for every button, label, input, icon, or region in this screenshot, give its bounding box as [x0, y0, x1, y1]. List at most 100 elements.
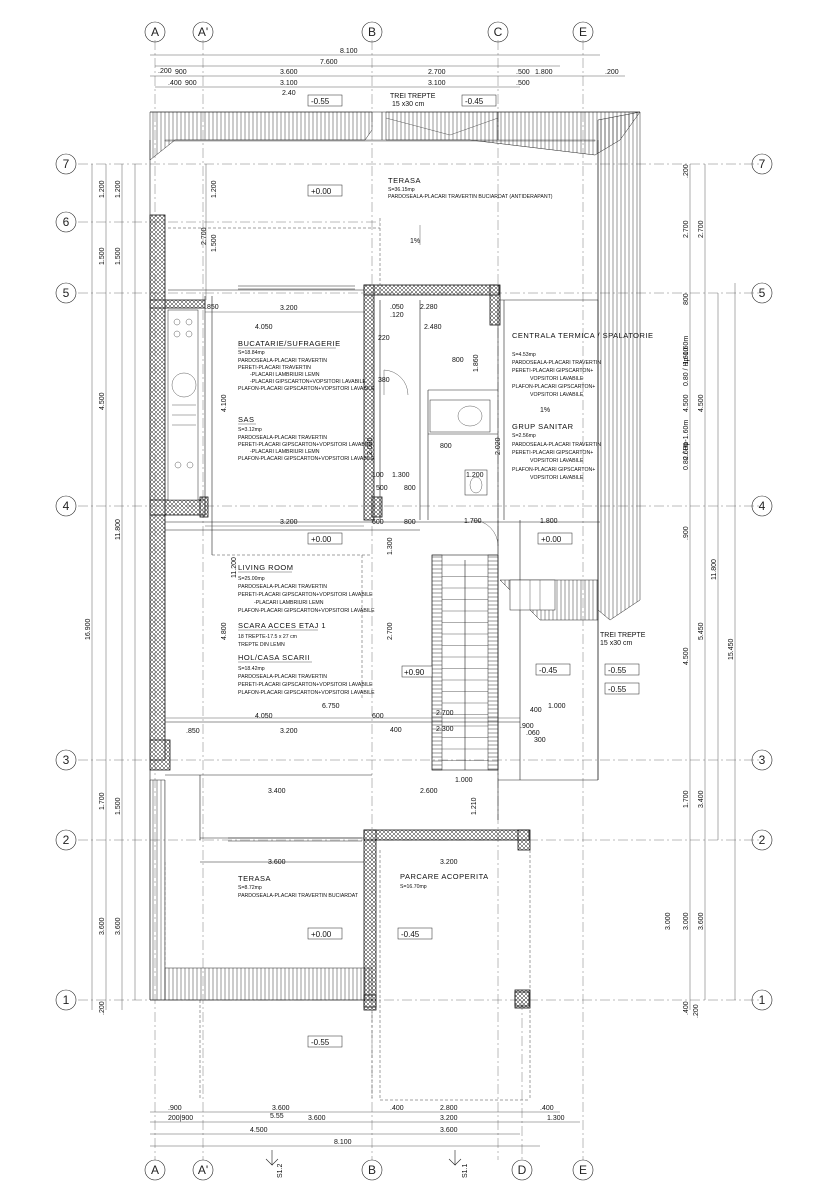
- svg-text:6.750: 6.750: [322, 703, 340, 710]
- svg-text:PARDOSEALA-PLACARI TRAVERTIN: PARDOSEALA-PLACARI TRAVERTIN: [238, 358, 327, 364]
- row-label: 7: [63, 157, 70, 171]
- svg-text:-0.45: -0.45: [539, 666, 558, 675]
- row-label: 2: [759, 833, 766, 847]
- svg-text:11.200: 11.200: [231, 557, 238, 578]
- svg-text:VOPSITORI LAVABILE: VOPSITORI LAVABILE: [530, 475, 584, 481]
- svg-text:3.600: 3.600: [440, 1127, 458, 1134]
- row-label: 3: [63, 753, 70, 767]
- svg-text:PERETI-PLACARI GIPSCARTON+: PERETI-PLACARI GIPSCARTON+: [512, 450, 593, 456]
- row-bubbles-right: 7 5 4 3 2 1: [751, 153, 773, 1011]
- svg-text:-0.55: -0.55: [311, 1038, 330, 1047]
- svg-text:1.200: 1.200: [466, 472, 484, 479]
- svg-text:1.300: 1.300: [387, 537, 394, 555]
- room-sas: SAS S=3.12mp PARDOSEALA-PLACARI TRAVERTI…: [238, 415, 375, 462]
- row-label: 5: [63, 286, 70, 300]
- svg-text:4.800: 4.800: [221, 622, 228, 640]
- svg-text:.850: .850: [186, 728, 200, 735]
- svg-text:PARDOSEALA-PLACARI TRAVERTIN: PARDOSEALA-PLACARI TRAVERTIN: [512, 360, 601, 366]
- room-hol: HOL/CASA SCARII S=18.42mp PARDOSEALA-PLA…: [238, 653, 375, 696]
- svg-text:3.200: 3.200: [280, 519, 298, 526]
- svg-text:2.40: 2.40: [282, 90, 296, 97]
- inner-dimensions: 3.200 4.050 2.280 2.480 .850 .120 .050 2…: [165, 304, 672, 930]
- svg-text:100: 100: [372, 472, 384, 479]
- svg-text:5.55: 5.55: [270, 1113, 284, 1120]
- room-name: GRUP SANITAR: [512, 422, 574, 431]
- svg-text:3.400: 3.400: [698, 790, 705, 808]
- svg-text:7.600: 7.600: [320, 59, 338, 66]
- svg-text:1.210: 1.210: [471, 797, 478, 815]
- svg-text:2.300: 2.300: [436, 726, 454, 733]
- entrance-steps-right: TREI TREPTE 15 x30 cm: [509, 579, 646, 647]
- room-name: SCARA ACCES ETAJ 1: [238, 621, 326, 630]
- room-name: LIVING ROOM: [238, 563, 294, 572]
- svg-text:.500: .500: [516, 69, 530, 76]
- svg-text:200|900: 200|900: [168, 1115, 193, 1122]
- svg-text:8.100: 8.100: [334, 1139, 352, 1146]
- building-outline: [149, 140, 599, 1001]
- right-dimensions: .200 2.700 800 1.600 4.500 2.600 .900 4.…: [683, 164, 736, 1018]
- svg-text:2.480: 2.480: [424, 324, 442, 331]
- svg-text:4.100: 4.100: [221, 394, 228, 412]
- svg-text:+0.00: +0.00: [311, 535, 332, 544]
- section-mark-label: S1.1: [462, 1163, 469, 1178]
- svg-text:PARDOSEALA-PLACARI TRAVERTIN: PARDOSEALA-PLACARI TRAVERTIN: [512, 442, 601, 448]
- row-label: 1: [759, 993, 766, 1007]
- svg-text:-0.55: -0.55: [608, 666, 627, 675]
- svg-text:800: 800: [452, 357, 464, 364]
- svg-text:1.200: 1.200: [99, 180, 106, 198]
- svg-text:.120: .120: [390, 312, 404, 319]
- svg-text:PARDOSEALA-PLACARI TRAVERTIN B: PARDOSEALA-PLACARI TRAVERTIN BUCIARDAT (…: [388, 194, 553, 200]
- svg-text:4.500: 4.500: [683, 394, 690, 412]
- svg-text:.900: .900: [683, 526, 690, 540]
- svg-text:-PLACARI LAMBRIURI LEMN: -PLACARI LAMBRIURI LEMN: [250, 372, 320, 378]
- row-label: 4: [759, 499, 766, 513]
- room-area: 18 TREPTE-17.5 x 27 cm: [238, 634, 297, 640]
- svg-text:2.800: 2.800: [440, 1105, 458, 1112]
- svg-text:-0.55: -0.55: [608, 685, 627, 694]
- svg-text:3.200: 3.200: [440, 1115, 458, 1122]
- svg-text:2.600: 2.600: [683, 442, 690, 460]
- column-bubbles-bottom: A A' B D E: [144, 1159, 594, 1181]
- row-label: 2: [63, 833, 70, 847]
- svg-text:TREPTE DIN LEMN: TREPTE DIN LEMN: [238, 642, 285, 648]
- room-name: HOL/CASA SCARII: [238, 653, 310, 662]
- row-label: 5: [759, 286, 766, 300]
- svg-text:PLAFON-PLACARI GIPSCARTON+: PLAFON-PLACARI GIPSCARTON+: [512, 467, 595, 473]
- svg-text:1.600: 1.600: [683, 347, 690, 365]
- room-name: BUCATARIE/SUFRAGERIE: [238, 339, 341, 348]
- svg-text:3.600: 3.600: [99, 917, 106, 935]
- svg-text:1.500: 1.500: [115, 247, 122, 265]
- svg-text:VOPSITORI LAVABILE: VOPSITORI LAVABILE: [530, 376, 584, 382]
- svg-text:300: 300: [534, 737, 546, 744]
- col-label: E: [579, 25, 587, 39]
- row-label: 6: [63, 215, 70, 229]
- svg-text:TREI TREPTE: TREI TREPTE: [390, 93, 436, 100]
- row-label: 3: [759, 753, 766, 767]
- svg-text:PLAFON-PLACARI GIPSCARTON+VOPS: PLAFON-PLACARI GIPSCARTON+VOPSITORI LAVA…: [238, 690, 375, 696]
- svg-text:.200: .200: [99, 1001, 106, 1015]
- svg-text:.200: .200: [683, 164, 690, 178]
- svg-text:.850: .850: [205, 304, 219, 311]
- room-terasa-bottom: TERASA S=8.72mp PARDOSEALA-PLACARI TRAVE…: [238, 874, 359, 899]
- col-label: C: [494, 25, 503, 39]
- svg-text:16.900: 16.900: [85, 618, 92, 640]
- row-label: 7: [759, 157, 766, 171]
- svg-text:380: 380: [378, 377, 390, 384]
- svg-text:-PLACARI LAMBRIURI LEMN: -PLACARI LAMBRIURI LEMN: [250, 449, 320, 455]
- svg-text:-0.45: -0.45: [465, 97, 484, 106]
- svg-text:11.800: 11.800: [711, 559, 718, 580]
- svg-text:1.000: 1.000: [455, 777, 473, 784]
- svg-text:VOPSITORI LAVABILE: VOPSITORI LAVABILE: [530, 392, 584, 398]
- svg-text:8.100: 8.100: [340, 48, 358, 55]
- glazing: [228, 285, 362, 842]
- roof-eaves: [149, 111, 641, 1001]
- section-mark-label: S1.2: [277, 1163, 284, 1178]
- svg-text:-PLACARI LAMBRIURI LEMN: -PLACARI LAMBRIURI LEMN: [254, 600, 324, 606]
- svg-text:2.700: 2.700: [428, 69, 446, 76]
- svg-text:4.050: 4.050: [255, 324, 273, 331]
- svg-text:.200: .200: [605, 69, 619, 76]
- svg-text:15 x30 cm: 15 x30 cm: [600, 640, 632, 647]
- room-name: PARCARE ACOPERITA: [400, 872, 489, 881]
- svg-text:2.280: 2.280: [420, 304, 438, 311]
